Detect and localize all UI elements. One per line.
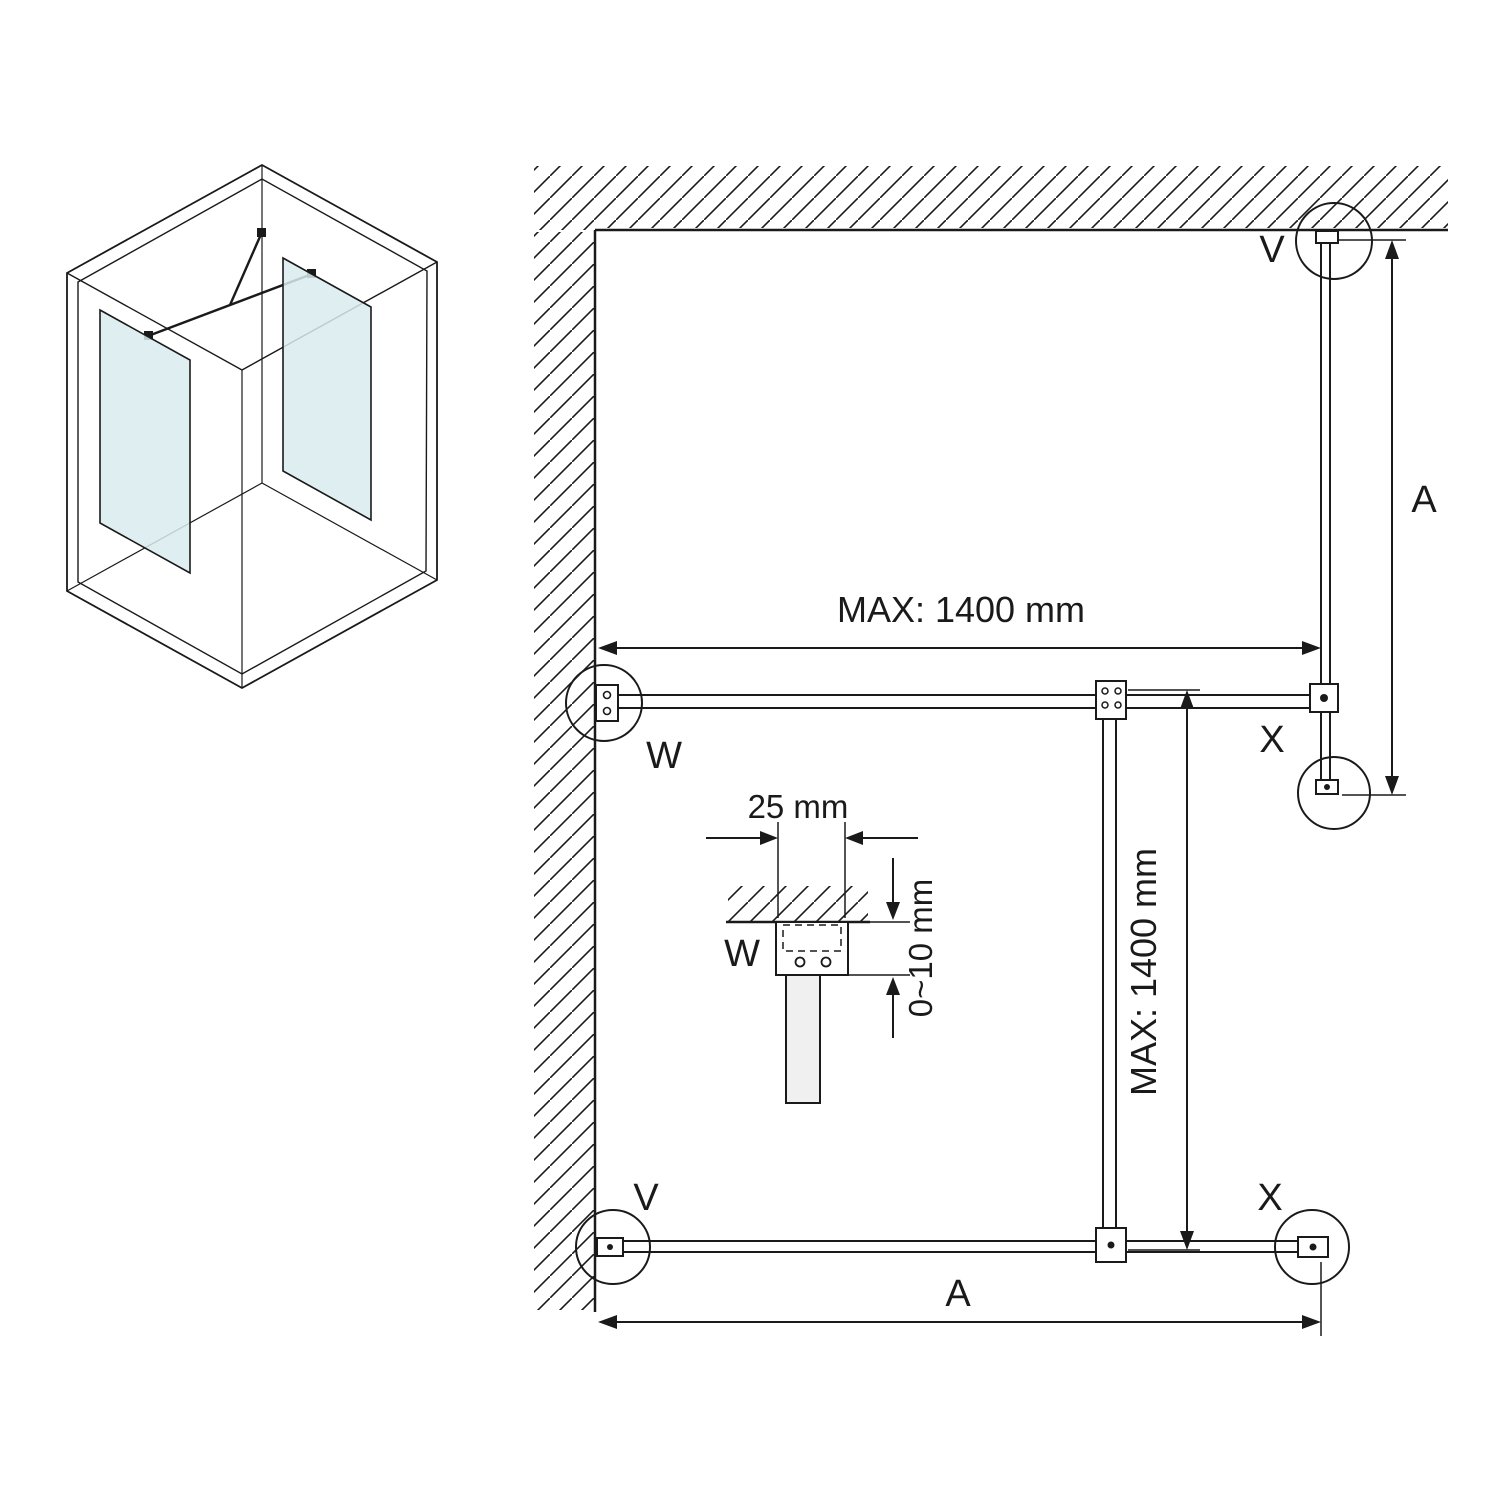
dim-right-arrow-top	[1385, 240, 1399, 259]
dimensions	[598, 239, 1406, 1336]
iso-bar-fitting-left	[144, 331, 153, 340]
callout-label-w: W	[646, 735, 682, 777]
wall-hatch-corner	[534, 166, 598, 230]
fittings	[595, 230, 1339, 1263]
dim-right-arrow-bottom	[1385, 776, 1399, 795]
joint-screw-2	[1114, 687, 1122, 695]
dim-label-profile-width: 25 mm	[748, 788, 849, 825]
labels: MAX: 1400 mm A MAX: 1400 mm A 25 mm 0~10…	[633, 229, 1437, 1315]
detail-inset-w	[726, 886, 870, 1104]
wall-hatch-top	[598, 166, 1448, 228]
dim-label-top-width: MAX: 1400 mm	[837, 589, 1085, 630]
callout-circles	[565, 202, 1373, 1285]
dim-label-wall-gap: 0~10 mm	[902, 879, 939, 1017]
callout-circle-w	[565, 664, 643, 742]
dim-gap-arrow-up	[886, 977, 900, 995]
iso-floor-edge-right	[261, 482, 438, 581]
detail-glass-edge	[785, 974, 821, 1104]
wall-mount-v-top	[1315, 230, 1339, 244]
dim-gap-arrow-down	[886, 902, 900, 920]
plan-elements	[617, 242, 1331, 1253]
iso-glass-panel-right	[282, 256, 372, 522]
dim-center-arrow-bottom	[1180, 1231, 1194, 1250]
isometric-overview	[66, 163, 438, 690]
dim-label-panel-length: MAX: 1400 mm	[1123, 848, 1164, 1096]
bar-end-screw	[1324, 784, 1330, 790]
iso-bar-fitting-back	[257, 228, 266, 237]
iso-glass-panel-left	[99, 308, 191, 575]
dim-top-arrow-left	[598, 641, 617, 655]
dim-label-bottom-a: A	[945, 1273, 971, 1315]
connector-x-top-screw	[1320, 694, 1328, 702]
dim-label-right-a: A	[1411, 479, 1437, 521]
callout-circle-bar-end	[1297, 756, 1371, 830]
callout-circle-x-bottom	[1274, 1209, 1350, 1285]
panel-joint-connector-top	[1095, 680, 1127, 720]
wall-profile-screw-1	[602, 690, 612, 700]
callout-label-x: X	[1259, 719, 1284, 761]
joint-screw-1	[1101, 687, 1109, 695]
dim-center-arrow-top	[1180, 690, 1194, 709]
wall-mount-screw	[607, 1244, 613, 1250]
callout-circle-v-bottom	[575, 1209, 651, 1285]
joint-screw-3	[1101, 701, 1109, 709]
glass-panel-top	[617, 694, 1311, 709]
glass-panel-center	[1102, 714, 1117, 1236]
detail-profile-body	[775, 921, 849, 976]
dim-25-arrow-left	[760, 831, 778, 845]
iso-support-bar-wall	[228, 231, 264, 306]
callout-label-v-top: V	[1259, 229, 1285, 271]
dim-top-arrow-right	[1302, 641, 1321, 655]
wall-hatch-left	[534, 232, 595, 1310]
detail-screw-1	[794, 956, 806, 968]
iso-top-edge-left	[66, 272, 243, 371]
joint-screw-4	[1114, 701, 1122, 709]
detail-screw-2	[820, 956, 832, 968]
wall-hatching	[534, 166, 1448, 1312]
dim-bottom-arrow-left	[598, 1315, 617, 1329]
wall-profile-w	[595, 684, 619, 722]
detail-profile-hidden-edge	[782, 924, 842, 952]
detail-wall-hatch	[728, 886, 868, 922]
dim-25-arrow-right	[845, 831, 863, 845]
wall-profile-screw-2	[602, 706, 612, 716]
detail-label-w: W	[724, 933, 760, 975]
callout-label-v-bottom: V	[633, 1177, 659, 1219]
connector-x-bottom-screw	[1309, 1243, 1317, 1251]
joint-bottom-screw	[1107, 1241, 1115, 1249]
callout-circle-v-top	[1295, 202, 1373, 280]
dim-bottom-arrow-right	[1302, 1315, 1321, 1329]
callout-label-x-bottom: X	[1257, 1177, 1282, 1219]
